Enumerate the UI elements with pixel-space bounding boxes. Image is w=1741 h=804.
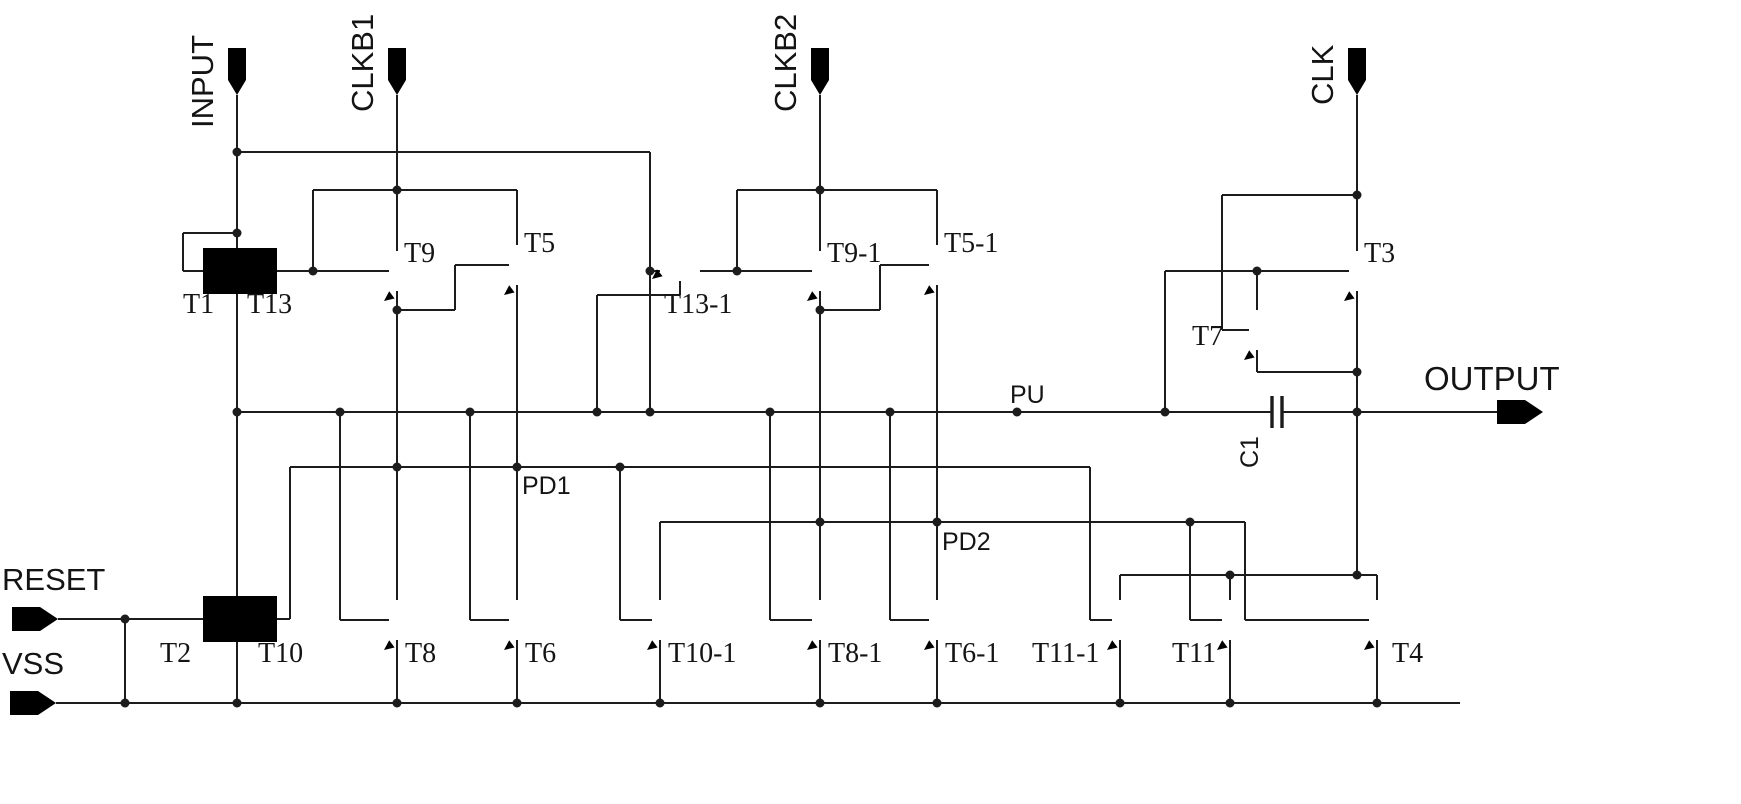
nmos-symbol xyxy=(504,600,517,650)
input-pin-symbol xyxy=(228,48,246,95)
transistor-t2-label: T2 xyxy=(160,638,191,669)
transistor-t5-1: T5-1 xyxy=(924,228,998,295)
input-pin-label: INPUT xyxy=(185,35,220,128)
capacitor-c1-label: C1 xyxy=(1236,436,1264,468)
vss-pin-label: VSS xyxy=(2,646,64,681)
transistor-t13-1-label: T13-1 xyxy=(664,289,732,320)
nmos-symbol xyxy=(1364,600,1377,650)
transistor-t6-label: T6 xyxy=(525,638,556,669)
transistor-t11-label: T11 xyxy=(1172,638,1216,669)
net-label-pu: PU xyxy=(1010,381,1045,409)
net-label-pd2: PD2 xyxy=(942,528,991,556)
clkb2-pin-symbol xyxy=(811,48,829,95)
nmos-symbol xyxy=(924,245,937,295)
transistor-t2-t10: T2 T10 xyxy=(160,596,303,669)
transistor-t4-label: T4 xyxy=(1392,638,1423,669)
net-labels: PU PD1 PD2 xyxy=(522,381,1045,556)
dual-transistor-symbol xyxy=(203,596,277,642)
dual-transistor-symbol xyxy=(203,248,277,294)
transistor-t6-1: T6-1 xyxy=(924,600,999,669)
transistor-t8-1-label: T8-1 xyxy=(828,638,882,669)
output-pin-label: OUTPUT xyxy=(1424,360,1560,397)
transistor-t9: T9 xyxy=(384,238,435,301)
nmos-symbol xyxy=(384,251,397,301)
transistor-t1-t13: T1 T13 xyxy=(183,248,292,320)
transistor-t9-1-label: T9-1 xyxy=(827,238,881,269)
transistor-t13-label: T13 xyxy=(247,289,292,320)
clkb1-pin: CLKB1 xyxy=(345,14,406,112)
transistor-t11-1-label: T11-1 xyxy=(1032,638,1099,669)
transistor-t10-1-label: T10-1 xyxy=(668,638,736,669)
transistor-t4: T4 xyxy=(1364,600,1423,669)
transistor-t8-1: T8-1 xyxy=(807,600,882,669)
transistor-t10-label: T10 xyxy=(258,638,303,669)
nmos-symbol xyxy=(1217,600,1230,650)
transistor-t6-1-label: T6-1 xyxy=(945,638,999,669)
clkb2-pin: CLKB2 xyxy=(768,14,829,112)
nmos-symbol xyxy=(1344,251,1357,301)
transistor-t1-label: T1 xyxy=(183,289,214,320)
input-pin: INPUT xyxy=(185,35,246,128)
nmos-symbol xyxy=(384,600,397,650)
transistor-t11-1: T11-1 xyxy=(1032,600,1120,669)
clkb1-pin-symbol xyxy=(388,48,406,95)
nmos-symbol xyxy=(807,251,820,301)
transistor-t9-label: T9 xyxy=(404,238,435,269)
clk-pin-symbol xyxy=(1348,48,1366,95)
transistor-t8: T8 xyxy=(384,600,436,669)
transistor-t11: T11 xyxy=(1172,600,1230,669)
clk-pin: CLK xyxy=(1305,44,1366,105)
transistor-t7: T7 xyxy=(1192,310,1257,360)
output-pin: OUTPUT xyxy=(1424,360,1560,424)
clk-pin-label: CLK xyxy=(1305,44,1340,105)
net-label-pd1: PD1 xyxy=(522,472,571,500)
output-pin-symbol xyxy=(1497,400,1543,424)
transistor-t10-1: T10-1 xyxy=(647,600,736,669)
nmos-symbol xyxy=(647,600,660,650)
reset-pin-symbol xyxy=(12,607,58,631)
transistor-t13-1: T13-1 xyxy=(652,269,732,320)
reset-pin: RESET xyxy=(2,562,105,631)
capacitor-c1: C1 xyxy=(1236,396,1284,468)
reset-pin-label: RESET xyxy=(2,562,105,597)
nmos-symbol xyxy=(924,600,937,650)
clkb2-pin-label: CLKB2 xyxy=(768,14,803,112)
nmos-symbol xyxy=(504,245,517,295)
nmos-symbol xyxy=(807,600,820,650)
nmos-symbol xyxy=(1244,310,1257,360)
wires xyxy=(56,95,1497,704)
transistor-t8-label: T8 xyxy=(405,638,436,669)
nmos-symbol xyxy=(1107,600,1120,650)
transistor-t9-1: T9-1 xyxy=(807,238,881,301)
transistor-t3: T3 xyxy=(1344,238,1395,301)
transistor-t7-label: T7 xyxy=(1192,321,1223,352)
vss-pin-symbol xyxy=(10,691,56,715)
transistor-t5-label: T5 xyxy=(524,228,555,259)
transistor-t3-label: T3 xyxy=(1364,238,1395,269)
transistor-t6: T6 xyxy=(504,600,556,669)
junction-dots xyxy=(120,147,1382,708)
vss-pin: VSS xyxy=(2,646,64,715)
transistor-t5-1-label: T5-1 xyxy=(944,228,998,259)
transistor-t5: T5 xyxy=(504,228,555,295)
clkb1-pin-label: CLKB1 xyxy=(345,14,380,112)
